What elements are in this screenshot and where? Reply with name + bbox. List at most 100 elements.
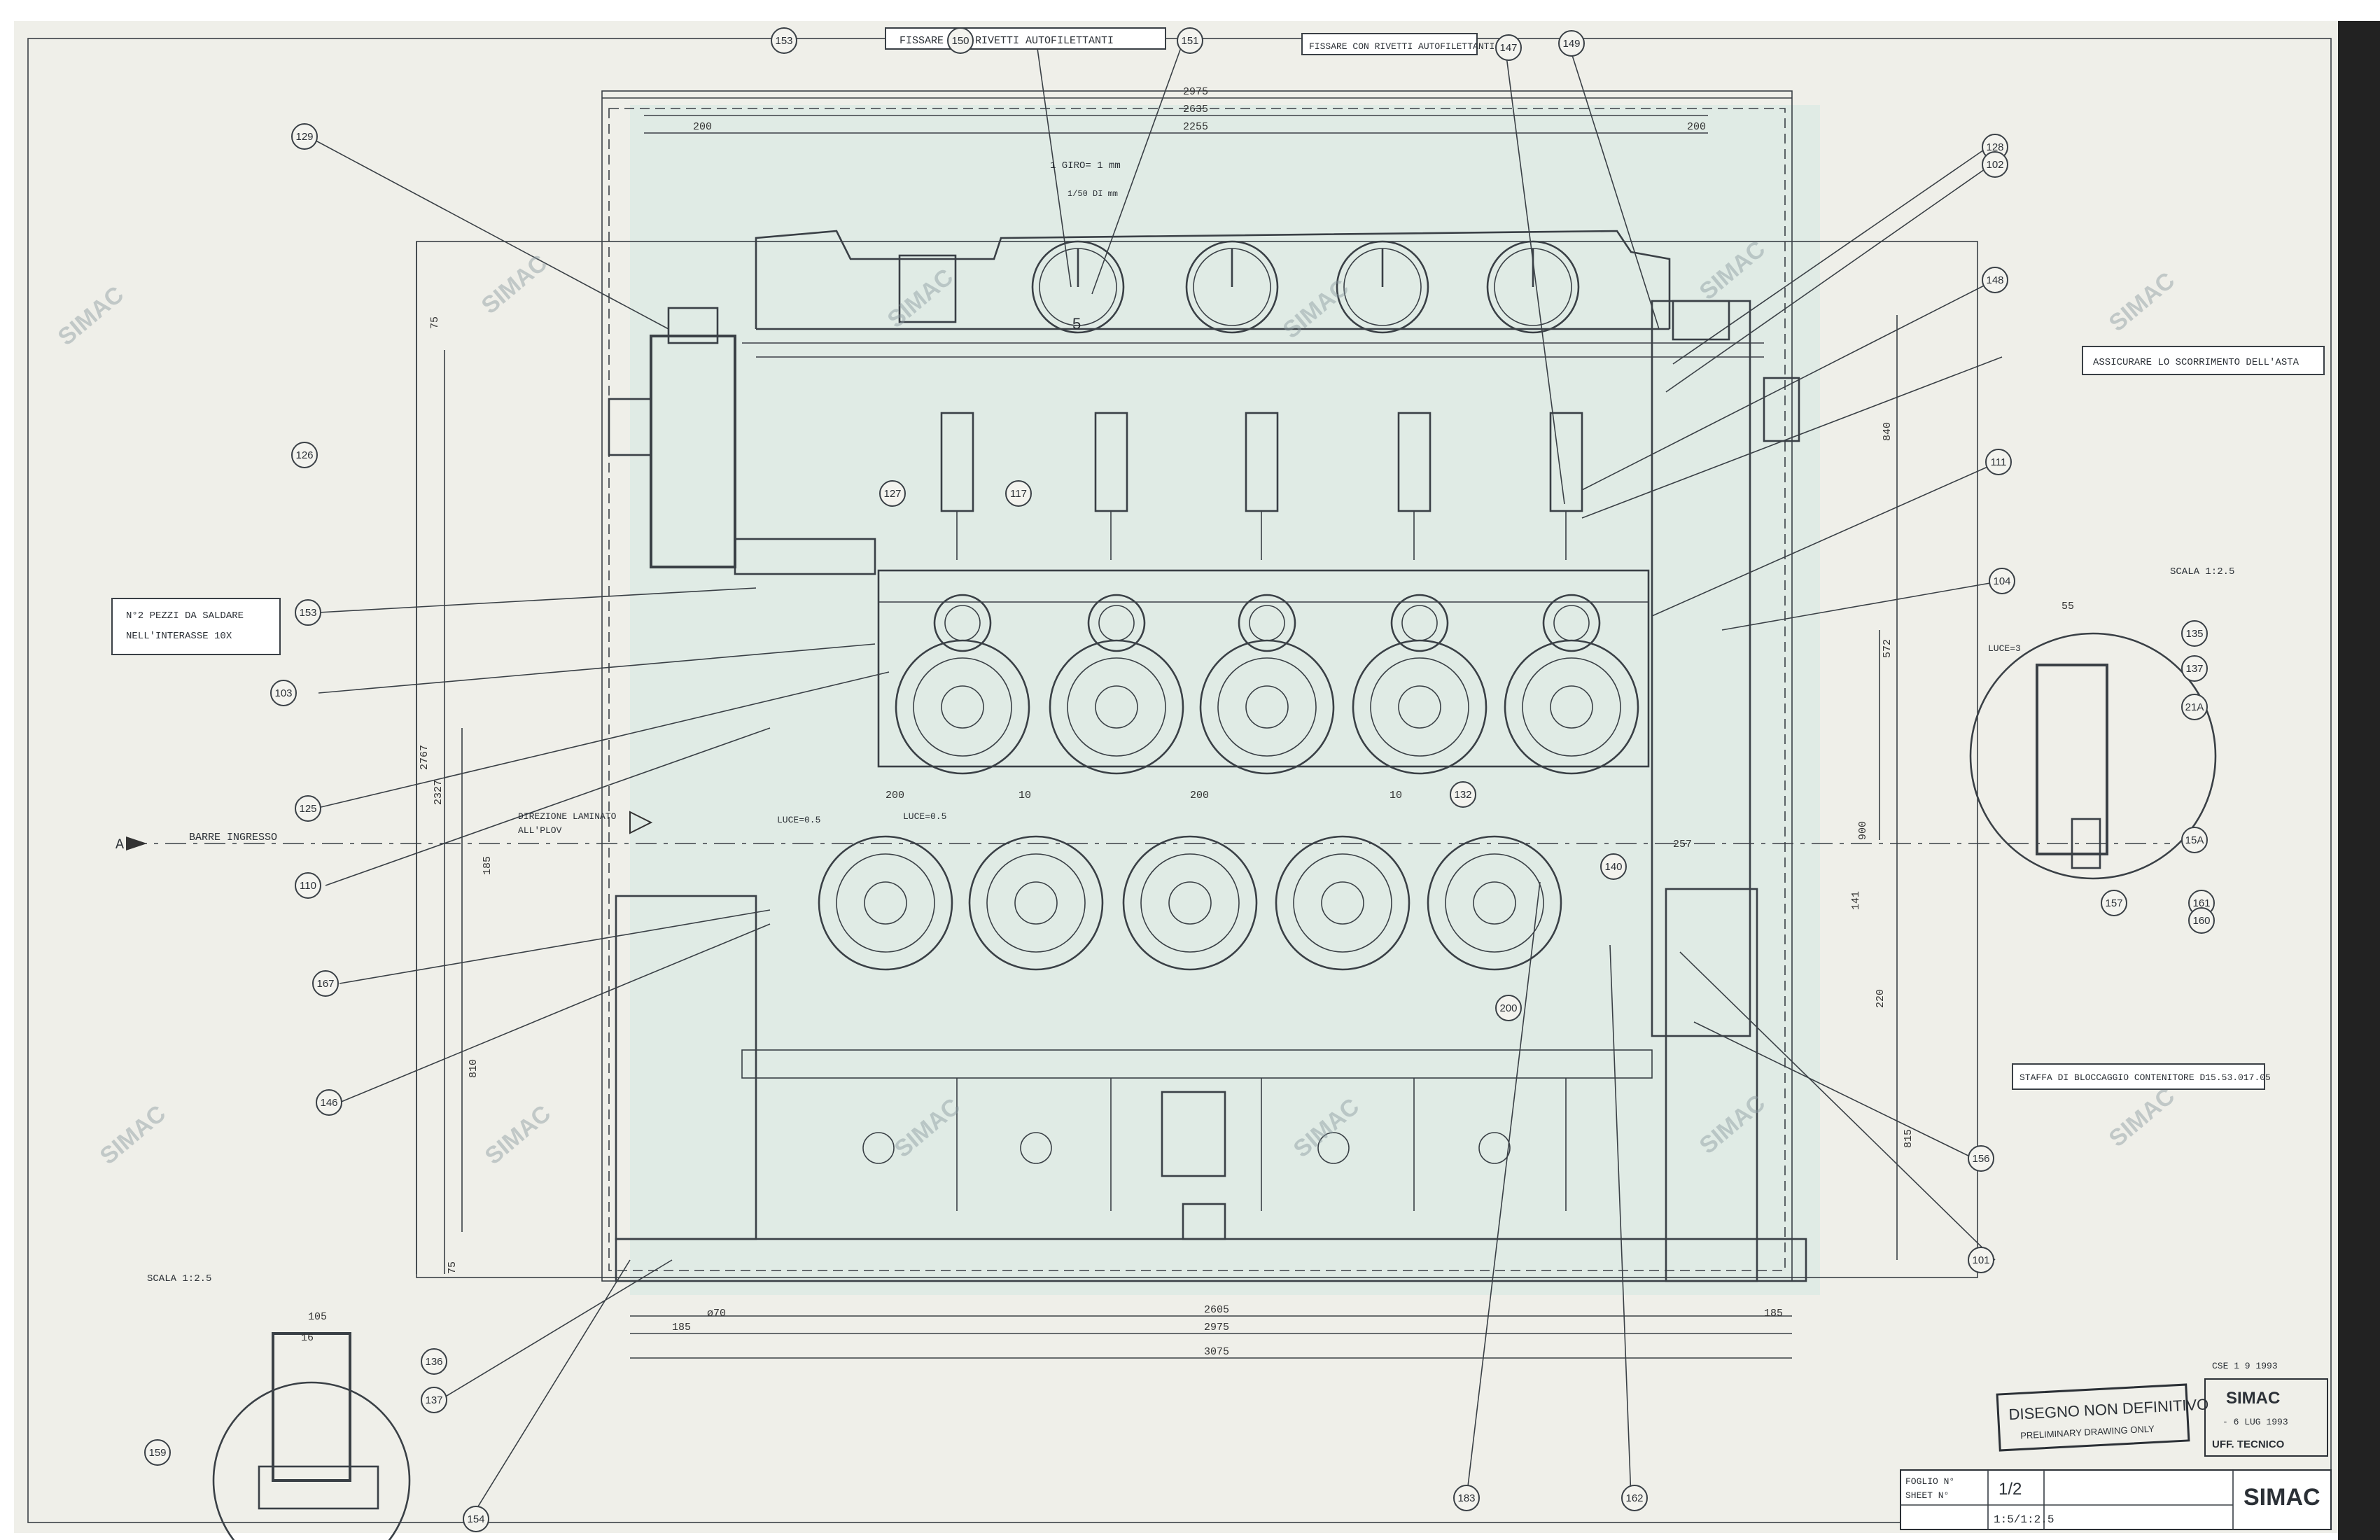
callout-number: 156 — [1972, 1153, 1989, 1165]
callout-number: 153 — [299, 607, 316, 619]
callout-127: 127 — [879, 480, 906, 507]
upper-rollers — [895, 639, 1639, 775]
callout-circle — [1558, 30, 1585, 57]
dim: 572 — [1882, 639, 1893, 658]
callout-circle — [1177, 27, 1203, 54]
callout-circle — [463, 1506, 489, 1532]
callout-154: 154 — [463, 1506, 489, 1532]
callout-110: 110 — [295, 872, 321, 899]
callout-circle — [1453, 1485, 1480, 1511]
left-cylinder — [608, 307, 876, 575]
callout-number: 161 — [2192, 897, 2210, 909]
callout-102: 102 — [1982, 151, 2008, 178]
dim: 75 — [429, 316, 441, 329]
upper-roller-row — [877, 569, 1650, 768]
callout-number: 159 — [148, 1447, 166, 1459]
callout-circle — [312, 970, 339, 997]
note-top-left: FISSARE CON RIVETTI AUTOFILETTANTI — [899, 35, 1114, 47]
callout-number: 162 — [1625, 1492, 1643, 1504]
dim: 810 — [468, 1059, 479, 1078]
dark-right-edge — [2338, 21, 2380, 1540]
callout-circle — [1495, 34, 1522, 61]
callout-circle — [1621, 1485, 1648, 1511]
callout-160: 160 — [2188, 907, 2215, 934]
callout-circle — [2188, 907, 2215, 934]
dim: 105 — [308, 1311, 327, 1323]
dim: 10 — [1390, 790, 1402, 802]
callout-circle — [2101, 890, 2127, 916]
callout-circle — [421, 1387, 447, 1413]
callout-126: 126 — [291, 442, 318, 468]
callout-circle — [1005, 480, 1032, 507]
callout-21A: 21A — [2181, 694, 2208, 720]
callout-number: 125 — [299, 803, 316, 815]
callout-number: 146 — [320, 1097, 337, 1109]
callout-number: 148 — [1986, 274, 2003, 286]
callout-111: 111 — [1985, 449, 2012, 475]
callout-number: 160 — [2192, 915, 2210, 927]
lower-frame — [615, 888, 1807, 1282]
callout-148: 148 — [1982, 267, 2008, 293]
callout-circle — [1982, 151, 2008, 178]
dim: 815 — [1903, 1129, 1914, 1148]
callout-153: 153 — [295, 599, 321, 626]
callout-number: 183 — [1457, 1492, 1475, 1504]
callout-circle — [2181, 655, 2208, 682]
callout-number: 136 — [425, 1356, 442, 1368]
callout-149: 149 — [1558, 30, 1585, 57]
dial-number: 5 — [1072, 315, 1081, 332]
callout-135: 135 — [2181, 620, 2208, 647]
note-top-right: FISSARE CON RIVETTI AUTOFILETTANTI — [1309, 41, 1494, 52]
note-direction-1: DIREZIONE LAMINATO — [518, 811, 617, 822]
callout-167: 167 — [312, 970, 339, 997]
dial-fine: 1/50 DI mm — [1068, 189, 1118, 199]
scale-gauges — [940, 412, 1583, 560]
callout-125: 125 — [295, 795, 321, 822]
callout-number: 15A — [2185, 834, 2204, 846]
callout-number: 129 — [295, 131, 313, 143]
callout-140: 140 — [1600, 853, 1627, 880]
callout-circle — [291, 123, 318, 150]
title-block: FOGLIO N° SHEET N° 1/2 1:5/1:2.5 SIMAC — [1900, 1469, 2332, 1530]
scale-left: SCALA 1:2.5 — [147, 1273, 211, 1284]
callout-number: 153 — [775, 35, 792, 47]
callout-circle — [1495, 995, 1522, 1021]
callout-circle — [947, 27, 974, 54]
dim: 257 — [1673, 839, 1692, 850]
callout-number: 157 — [2105, 897, 2122, 909]
dimension-texts: 2975 2635 2255 200 200 2605 2975 3075 18… — [301, 86, 2074, 1358]
note-bracket: STAFFA DI BLOCCAGGIO CONTENITORE D15.53.… — [2019, 1072, 2271, 1083]
callout-circle — [2181, 694, 2208, 720]
callout-circle — [2181, 620, 2208, 647]
approval-date-top: CSE 1 9 1993 — [2212, 1361, 2278, 1371]
callout-156: 156 — [1968, 1145, 1994, 1172]
callout-183: 183 — [1453, 1485, 1480, 1511]
dim: 10 — [1018, 790, 1031, 802]
callout-circle — [771, 27, 797, 54]
callout-circle — [291, 442, 318, 468]
callout-circle — [2181, 827, 2208, 853]
entry-arrow — [126, 836, 147, 850]
dial-block — [898, 254, 957, 323]
dim: 185 — [482, 856, 493, 875]
approval-date: - 6 LUG 1993 — [2222, 1417, 2288, 1427]
callout-circle — [1968, 1247, 1994, 1273]
dim: 200 — [1190, 790, 1209, 802]
note-pieces-1: N°2 PEZZI DA SALDARE — [126, 610, 244, 622]
callout-number: 154 — [467, 1513, 484, 1525]
sheet-value: 1/2 — [1998, 1480, 2022, 1499]
callout-circle — [1600, 853, 1627, 880]
dial-2 — [1185, 240, 1279, 334]
note-slide: ASSICURARE LO SCORRIMENTO DELL'ASTA — [2093, 357, 2300, 368]
callout-circle — [316, 1089, 342, 1116]
dim: 55 — [2062, 601, 2074, 612]
callout-number: 132 — [1454, 789, 1471, 801]
dial-3 — [1336, 240, 1429, 334]
dim: 840 — [1882, 422, 1893, 441]
dim: 900 — [1857, 821, 1869, 840]
callout-number: 137 — [2185, 663, 2203, 675]
dimension-lines — [416, 97, 1898, 1359]
callout-15A: 15A — [2181, 827, 2208, 853]
callout-137: 137 — [2181, 655, 2208, 682]
callout-number: 102 — [1986, 159, 2003, 171]
